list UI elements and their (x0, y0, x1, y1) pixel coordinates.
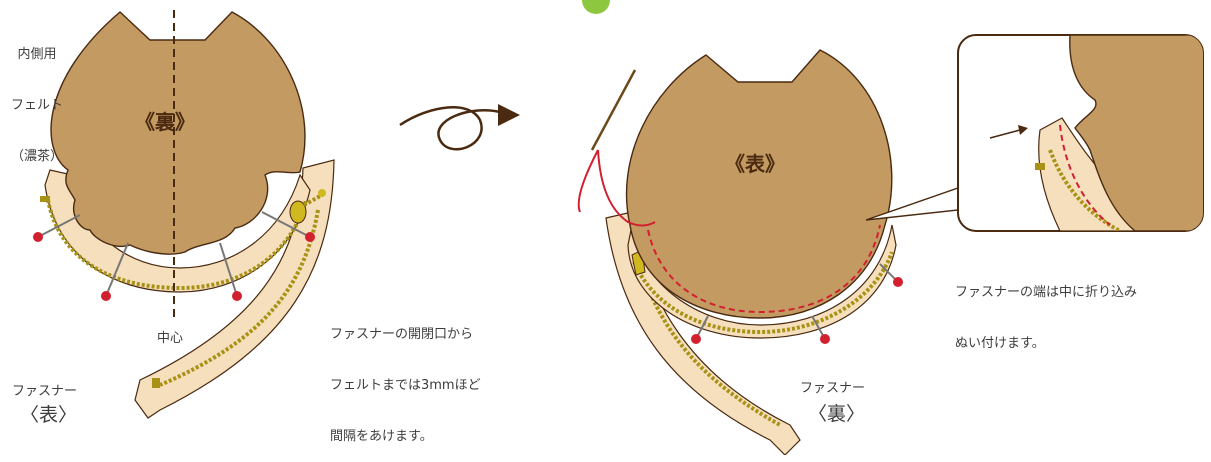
felt-body-right (625, 49, 893, 319)
zipper-label-left: ファスナー (12, 384, 78, 399)
note-line: フェルトまでは3mmほど (330, 378, 481, 393)
stitch-line (647, 224, 881, 314)
zipper-band-right (627, 224, 897, 339)
step-marker-dot (582, 0, 610, 14)
felt-label: 内側用 フェルト （濃茶） (6, 12, 68, 182)
felt-label-line: （濃茶） (10, 149, 63, 164)
zipper-side-left: 〈表〉 (20, 404, 78, 426)
detail-note: ファスナーの端は中に折り込み ぬい付けます。 (955, 250, 1137, 369)
detail-arrow-icon (989, 129, 1021, 139)
zipper-pull-icon (289, 200, 307, 224)
zipper-side-right: 〈裏〉 (808, 403, 866, 425)
right-figure (577, 34, 1204, 455)
left-note: ファスナーの開閉口から フェルトまでは3mmほど 間隔をあけます。 (330, 292, 481, 462)
left-figure (33, 10, 335, 419)
pin-icon (101, 242, 129, 301)
pin-icon (219, 242, 242, 301)
note-line: 間隔をあけます。 (330, 429, 433, 444)
felt-label-line: フェルト (10, 98, 63, 113)
note-line: ぬい付けます。 (955, 336, 1045, 351)
felt-body-left (50, 11, 306, 255)
pin-icon (691, 315, 709, 344)
center-line-label: 中心 (157, 331, 184, 346)
pin-icon (261, 211, 315, 242)
zipper-teeth-left (46, 199, 308, 291)
zipper-stop (152, 378, 160, 388)
back-side-mark: 《裏》 (135, 110, 195, 134)
pin-icon (811, 315, 830, 344)
felt-label-line: 内側用 (17, 47, 57, 62)
note-line: ファスナーの開閉口から (330, 327, 474, 342)
detail-callout (957, 34, 1204, 232)
zipper-label-right: ファスナー (800, 381, 866, 396)
zipper-stop (40, 196, 50, 202)
pin-icon (33, 214, 81, 242)
note-line: ファスナーの端は中に折り込み (955, 285, 1138, 300)
zipper-tape-left (134, 159, 335, 419)
zipper-teeth-strip-left (159, 209, 320, 387)
needle-icon (577, 69, 656, 227)
front-side-mark: 《表》 (725, 152, 785, 176)
pin-icon (879, 263, 903, 287)
flip-arrow-icon (399, 104, 520, 151)
